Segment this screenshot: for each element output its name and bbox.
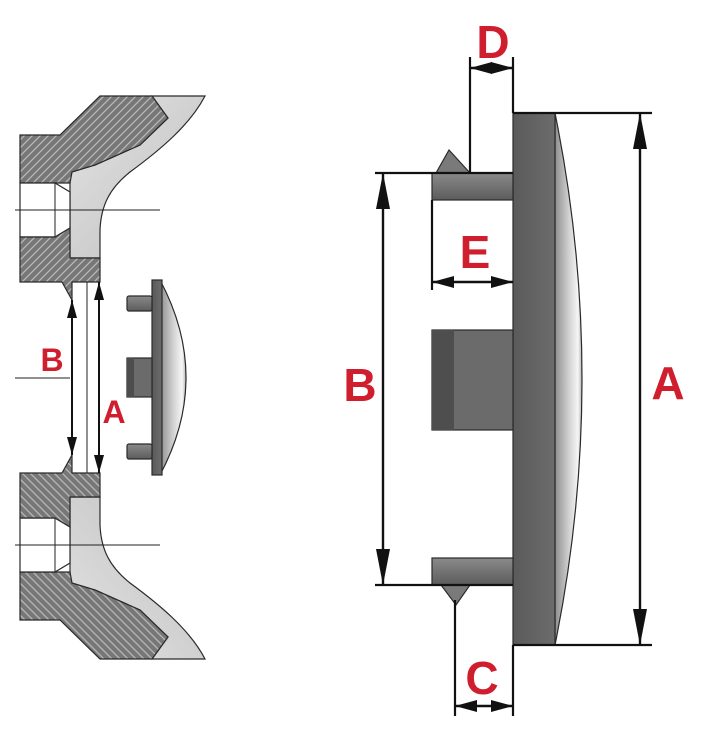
dimension-label-d: D [476,16,509,68]
cap-clip-bottom-small [126,443,153,460]
cap-plate-small [151,279,163,476]
upper-hub-section [19,95,206,303]
dimension-label-a-left: A [102,394,125,430]
cap-clip-top-small [126,295,153,312]
right-view: D E B A C [343,16,685,716]
lower-hub-section [19,452,206,660]
left-view: B A [15,95,206,660]
dimension-label-e: E [460,226,491,278]
cap-center-block-shade [432,330,454,430]
dimension-label-b: B [343,359,376,411]
dimension-label-b-left: B [40,342,63,378]
cap-clip-arm-top [431,172,514,201]
cap-clip-hook-top [434,148,472,174]
cap-center-block-shade-small [127,358,134,397]
cap-clip-arm-bottom [431,557,514,586]
cap-dome [554,112,583,646]
dimension-label-a: A [651,357,684,409]
dimension-label-c: C [465,652,498,704]
cap-plate [512,112,556,646]
center-cap-small [126,279,187,476]
cap-dome-small [159,279,187,476]
